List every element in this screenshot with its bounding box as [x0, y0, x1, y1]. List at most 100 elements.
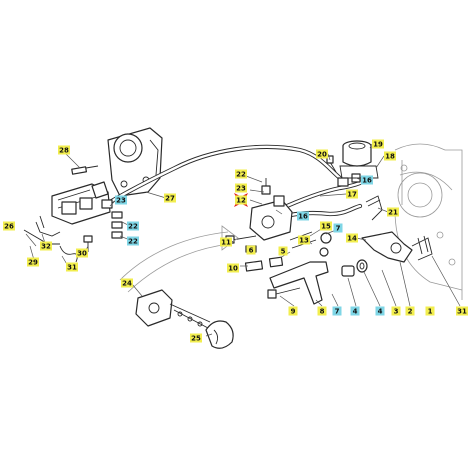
callout-number: 3 — [394, 308, 399, 316]
callout-number: 4 — [378, 308, 383, 316]
callout-31a: 31 — [66, 262, 78, 272]
callout-17: 17 — [346, 189, 358, 199]
callout-5: 5 — [278, 246, 288, 256]
callout-6: 6 — [246, 245, 256, 255]
callout-15: 15 — [320, 221, 332, 231]
callout-number: 24 — [122, 280, 132, 288]
callout-7a: 7 — [333, 223, 343, 233]
slave-cylinder-body — [51, 181, 111, 225]
slave-cylinder-inset — [135, 289, 211, 329]
inset-arrow — [119, 225, 239, 293]
callout-22a: 22 — [127, 221, 139, 231]
callout-tag — [164, 193, 176, 203]
callout-tag — [361, 175, 373, 185]
pipe-21 — [365, 195, 383, 221]
shift-arm-14 — [361, 231, 433, 263]
callout-11: 11 — [220, 237, 232, 247]
callout-tag — [391, 306, 401, 316]
callout-22b: 22 — [127, 236, 139, 246]
callout-2: 2 — [405, 306, 415, 316]
callout-number: 20 — [317, 151, 327, 159]
callout-tag — [372, 139, 384, 149]
callout-16b: 16 — [361, 175, 373, 185]
callout-number: 12 — [236, 197, 246, 205]
callout-16a: 16 — [297, 211, 309, 221]
callout-number: 7 — [335, 308, 340, 316]
callout-tag — [227, 263, 239, 273]
callout-number: 7 — [336, 225, 341, 233]
callout-number: 8 — [320, 308, 325, 316]
callout-10: 10 — [227, 263, 239, 273]
callout-tag — [297, 211, 309, 221]
callout-24: 24 — [121, 278, 133, 288]
callout-tag — [350, 306, 360, 316]
reservoir-19 — [342, 140, 372, 167]
engine-casing — [394, 143, 463, 300]
callout-number: 6 — [249, 247, 254, 255]
callout-number: 23 — [236, 185, 246, 193]
callout-25: 25 — [190, 333, 202, 343]
callout-31b: 31 — [456, 306, 468, 316]
callout-tag — [127, 221, 139, 231]
callout-number: 16 — [362, 177, 372, 185]
callout-28: 28 — [58, 145, 70, 155]
callout-22c: 22 — [235, 169, 247, 179]
bracket-18 — [339, 165, 379, 179]
callout-29: 29 — [27, 257, 39, 267]
callout-tag — [375, 306, 385, 316]
callout-tag — [121, 278, 133, 288]
callout-21: 21 — [387, 207, 399, 217]
callout-tag — [246, 245, 256, 255]
callout-9: 9 — [288, 306, 298, 316]
callout-number: 1 — [428, 308, 433, 316]
callout-number: 13 — [299, 237, 309, 245]
callout-number: 4 — [353, 308, 358, 316]
callout-number: 23 — [116, 197, 126, 205]
callout-number: 10 — [228, 265, 238, 273]
callout-number: 15 — [321, 223, 331, 231]
callout-tag — [346, 189, 358, 199]
callout-number: 29 — [28, 259, 38, 267]
callout-number: 22 — [128, 238, 138, 246]
callout-tag — [317, 306, 327, 316]
pedal-lever — [244, 231, 332, 305]
callout-tag — [333, 223, 343, 233]
callout-number: 31 — [457, 308, 467, 316]
callout-number: 26 — [4, 223, 14, 231]
callout-tag — [58, 145, 70, 155]
bolt-9 — [267, 287, 301, 299]
callout-tag — [220, 237, 232, 247]
bolt-28 — [71, 165, 99, 175]
callout-number: 9 — [291, 308, 296, 316]
callout-number: 28 — [59, 147, 69, 155]
callout-tag — [332, 306, 342, 316]
callout-tag — [384, 151, 396, 161]
boot-25 — [205, 320, 234, 349]
callout-18: 18 — [384, 151, 396, 161]
callout-number: 30 — [77, 250, 87, 258]
callout-tag — [190, 333, 202, 343]
callout-32: 32 — [40, 241, 52, 251]
callout-number: 27 — [165, 195, 175, 203]
callout-4a: 4 — [350, 306, 360, 316]
callout-tag — [346, 233, 358, 243]
callout-tag — [316, 149, 328, 159]
callout-tag — [278, 246, 288, 256]
clip-32 — [35, 215, 61, 237]
callout-tag — [66, 262, 78, 272]
callout-tag — [127, 236, 139, 246]
callout-20: 20 — [316, 149, 328, 159]
callout-labels: 2827232226322931302222231216172019181621… — [3, 139, 468, 343]
callout-number: 31 — [67, 264, 77, 272]
callout-tag — [235, 183, 247, 193]
callout-number: 16 — [298, 213, 308, 221]
callout-tag — [320, 221, 332, 231]
callout-12: 12 — [235, 195, 247, 205]
callout-23a: 23 — [115, 195, 127, 205]
bushings-4-3 — [341, 259, 368, 277]
callout-number: 2 — [408, 308, 413, 316]
callout-3: 3 — [391, 306, 401, 316]
callout-tag — [298, 235, 310, 245]
